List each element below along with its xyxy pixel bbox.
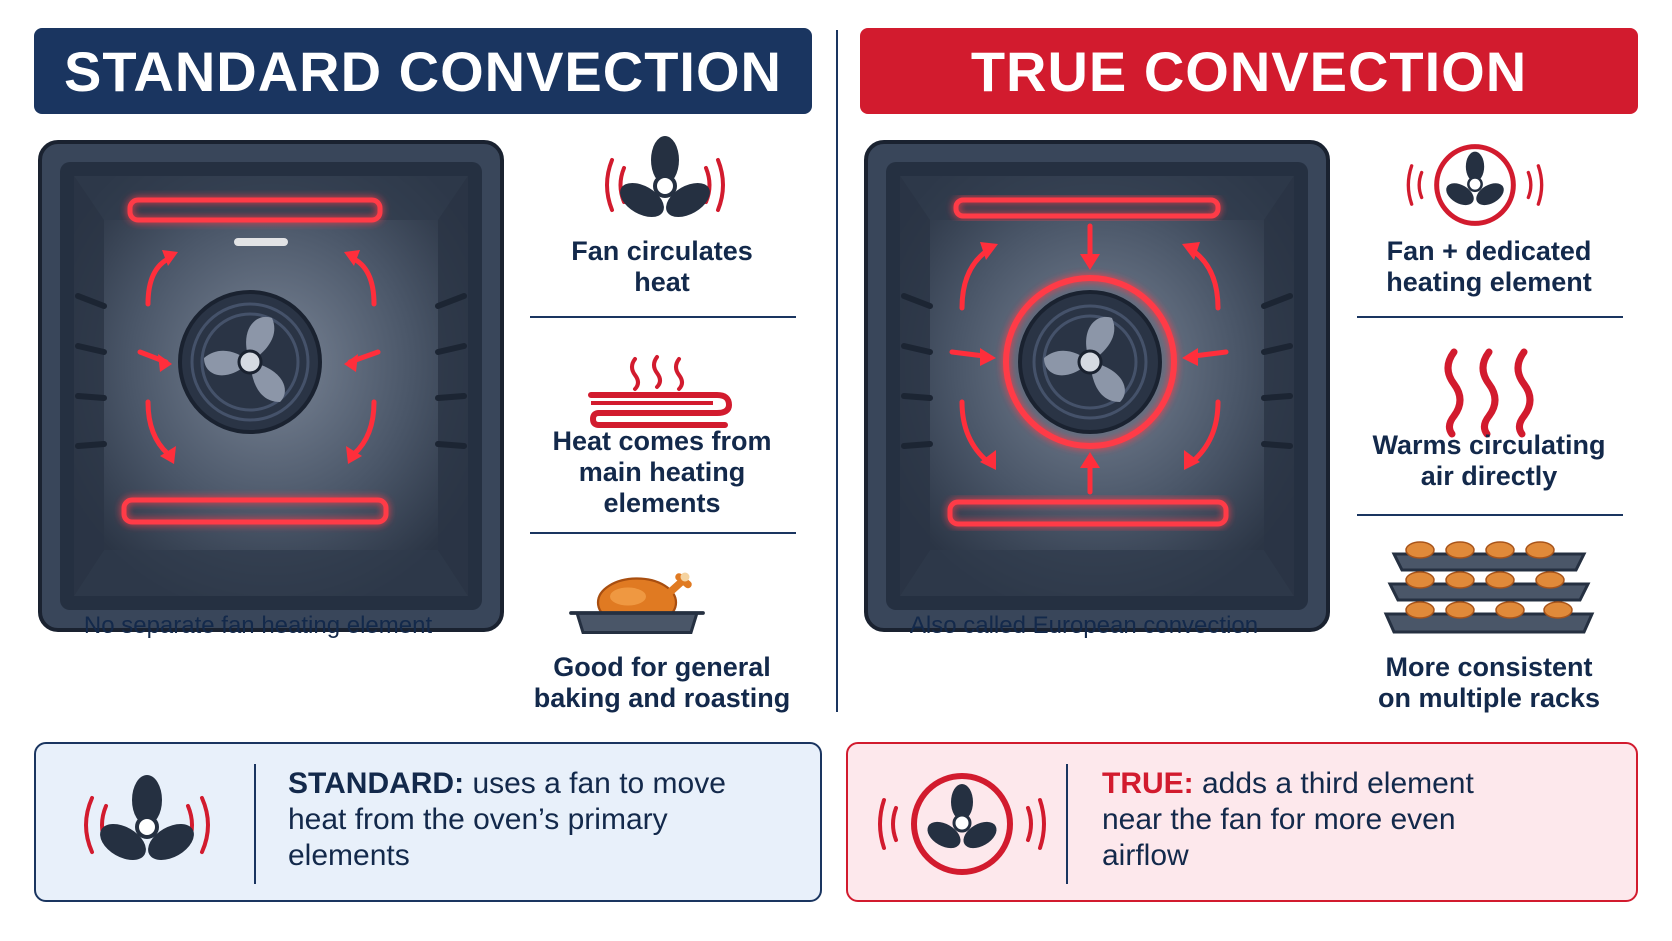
fan-heat-icon [84,775,210,861]
feature-line: More consistent [1385,652,1593,682]
feature-line: on multiple racks [1377,683,1601,713]
heating-element-icon [588,355,733,428]
multiple-racks-cookies-icon [1383,541,1595,634]
heat-waves-icon [1444,348,1534,438]
standard-convection-header: STANDARD CONVECTION [34,28,812,114]
feature-line: air directly [1420,461,1558,491]
true-summary-box: TRUE: adds a third element near the fan … [846,742,1638,902]
summary-label: STANDARD: [288,767,465,800]
standard-summary-box: STANDARD: uses a fan to move heat from t… [34,742,822,902]
feature-line: elements [603,488,721,518]
fan-ring-element-icon [878,773,1046,875]
summary-line: adds a third element [1202,767,1474,800]
true-feature-3-text: More consistent on multiple racks [1354,652,1624,714]
standard-feature-1-text: Fan circulates heat [527,236,797,298]
true-oven-caption: Also called European convection [909,612,1259,639]
summary-line: heat from the oven’s primary [288,803,668,836]
standard-summary-text: STANDARD: uses a fan to move heat from t… [288,766,758,874]
summary-separator [254,764,256,884]
summary-label: TRUE: [1102,767,1194,800]
summary-line: elements [288,839,410,872]
feature-line: Good for general [553,652,771,682]
feature-line: baking and roasting [533,683,791,713]
true-feature-1-text: Fan + dedicated heating element [1354,236,1624,298]
true-summary-text: TRUE: adds a third element near the fan … [1102,766,1572,874]
feature-line: main heating [578,457,746,487]
feature-line: Fan circulates [571,236,753,266]
summary-line: airflow [1102,839,1189,872]
feature-line: Heat comes from [552,426,772,456]
feature-divider [530,532,796,534]
feature-divider [530,316,796,318]
standard-feature-2-text: Heat comes from main heating elements [527,426,797,519]
feature-line: Warms circulating [1372,430,1606,460]
feature-line: heating element [1386,267,1592,297]
fan-ring-element-icon [1406,144,1544,226]
true-convection-header: TRUE CONVECTION [860,28,1638,114]
summary-line: near the fan for more even [1102,803,1456,836]
roast-turkey-icon [569,572,705,634]
feature-divider [1357,514,1623,516]
summary-separator [1066,764,1068,884]
feature-line: heat [634,267,690,297]
standard-oven-caption: No separate fan heating element [83,612,433,639]
section-divider [836,30,838,712]
true-feature-2-text: Warms circulating air directly [1354,430,1624,492]
standard-feature-3-text: Good for general baking and roasting [522,652,802,714]
feature-line: Fan + dedicated [1386,236,1592,266]
standard-oven-illustration [38,140,504,632]
feature-divider [1357,316,1623,318]
fan-heat-icon [605,136,725,218]
summary-line: uses a fan to move [472,767,726,800]
true-oven-illustration [864,140,1330,632]
